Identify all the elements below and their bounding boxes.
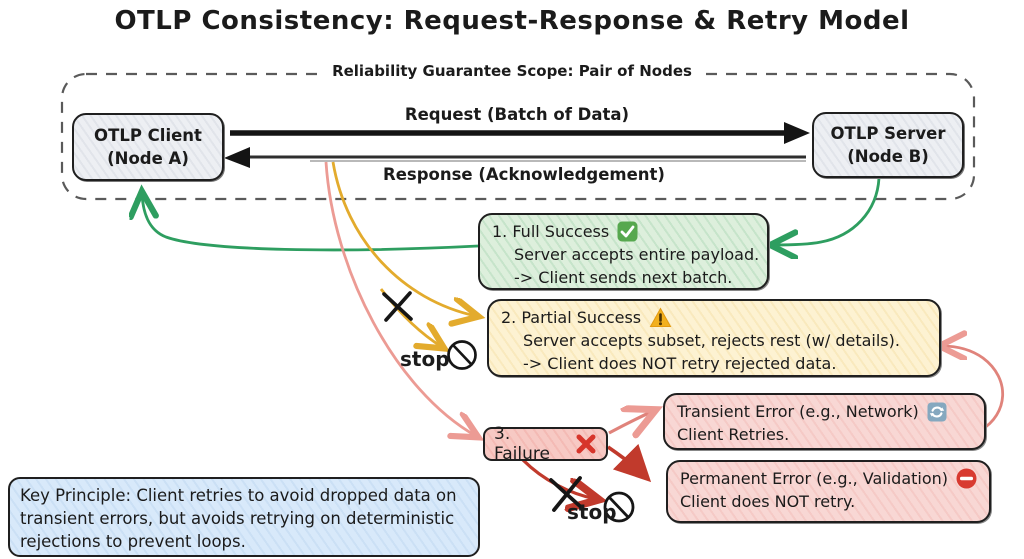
response-arrow-label: Response (Acknowledgement) xyxy=(383,165,665,184)
key-principle-card: Key Principle: Client retries to avoid d… xyxy=(8,477,480,557)
response-to-partial-arrow xyxy=(331,161,476,316)
retry-loop-arrow xyxy=(942,346,1005,432)
client-node-id: (Node A) xyxy=(107,149,189,168)
transient-heading: Transient Error (e.g., Network) xyxy=(677,402,919,421)
server-name: OTLP Server xyxy=(830,123,946,143)
refresh-icon xyxy=(927,402,947,422)
response-to-failure-arrow xyxy=(324,161,476,436)
scope-boundary xyxy=(60,72,976,201)
server-to-success-arrow xyxy=(773,177,881,245)
scope-label: Reliability Guarantee Scope: Pair of Nod… xyxy=(320,62,704,80)
full-success-detail: Server accepts entire payload. xyxy=(514,245,760,265)
no-retry-x-mark-failure xyxy=(549,476,584,512)
failure-to-transient-arrow xyxy=(608,411,653,433)
warning-icon xyxy=(649,307,672,328)
full-success-heading: 1. Full Success xyxy=(492,222,610,241)
partial-success-consequence: -> Client does NOT retry rejected data. xyxy=(523,354,837,374)
prohibited-icon-partial xyxy=(447,340,477,370)
transient-detail: Client Retries. xyxy=(677,425,790,445)
no-entry-icon xyxy=(956,468,977,489)
permanent-heading: Permanent Error (e.g., Validation) xyxy=(680,469,949,488)
prohibited-icon-failure xyxy=(603,491,635,523)
permanent-error-card: Permanent Error (e.g., Validation) Clien… xyxy=(666,460,991,523)
stop-label-failure: stop xyxy=(567,500,617,524)
server-node-id: (Node B) xyxy=(847,147,929,166)
stop-label-partial: stop xyxy=(400,347,450,371)
otlp-server-node: OTLP Server (Node B) xyxy=(812,112,964,178)
partial-success-heading: 2. Partial Success xyxy=(501,308,642,327)
request-arrow xyxy=(230,122,810,144)
failure-stop-arrow xyxy=(521,458,596,499)
success-to-client-arrow xyxy=(142,194,479,252)
check-mark-icon xyxy=(617,221,638,242)
key-principle-text: Key Principle: Client retries to avoid d… xyxy=(20,486,457,552)
permanent-detail: Client does NOT retry. xyxy=(680,492,856,512)
partial-success-detail: Server accepts subset, rejects rest (w/ … xyxy=(523,331,900,351)
failure-heading: 3. Failure xyxy=(494,424,550,464)
transient-error-card: Transient Error (e.g., Network) Client R… xyxy=(663,393,986,450)
client-name: OTLP Client xyxy=(94,125,202,145)
otlp-client-node: OTLP Client (Node A) xyxy=(72,113,224,181)
full-success-card: 1. Full Success Server accepts entire pa… xyxy=(478,213,769,290)
no-retry-x-mark-partial xyxy=(382,291,413,322)
diagram-title: OTLP Consistency: Request-Response & Ret… xyxy=(114,6,910,36)
full-success-consequence: -> Client sends next batch. xyxy=(514,268,733,288)
failure-card: 3. Failure xyxy=(483,424,608,464)
response-arrow xyxy=(224,147,806,168)
request-arrow-label: Request (Batch of Data) xyxy=(404,105,630,124)
failure-to-permanent-arrow xyxy=(606,443,652,483)
cross-mark-icon xyxy=(575,434,597,454)
partial-success-card: 2. Partial Success Server accepts subset… xyxy=(487,299,941,377)
